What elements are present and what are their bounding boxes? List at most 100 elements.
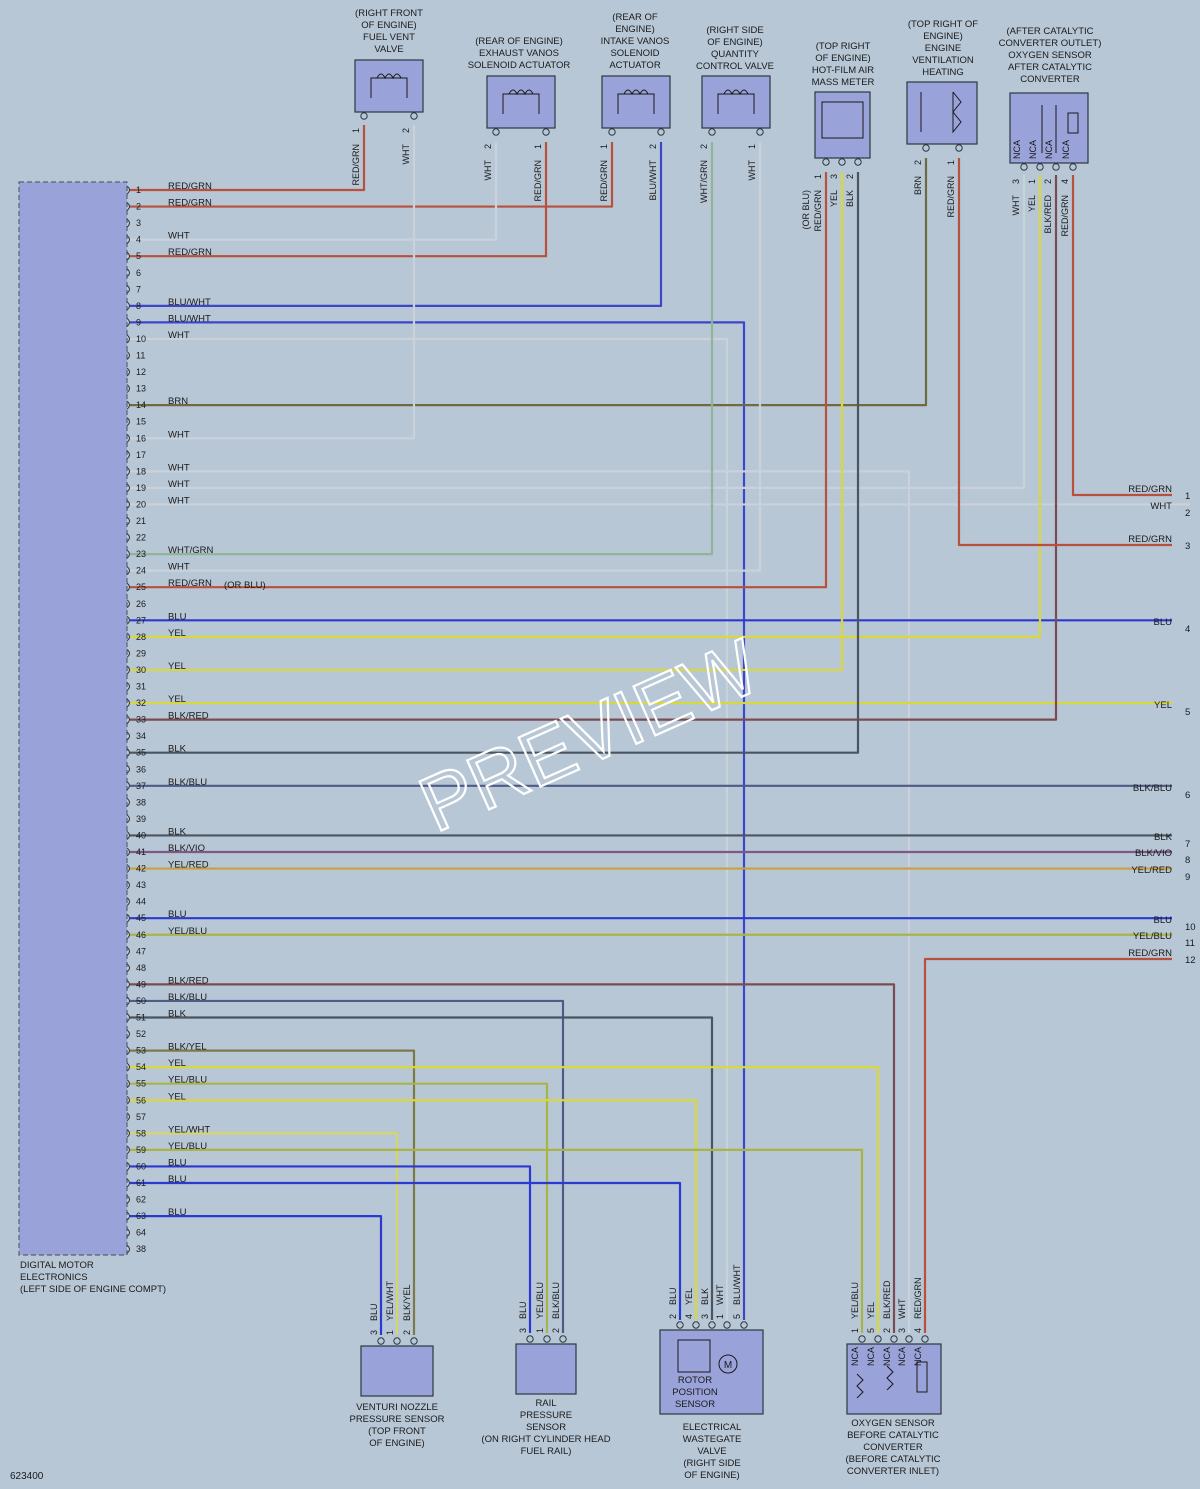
exhaust-vanos-pin-2-wire-label: WHT: [483, 160, 493, 181]
oxygen-sensor-after-nca-1: NCA: [1012, 140, 1022, 159]
exhaust-vanos-pin-2-contact: [492, 128, 500, 136]
output-7-wire-label: BLK: [1154, 832, 1173, 843]
oxygen-sensor-after-nca-4: NCA: [1061, 140, 1071, 159]
ecu-pin-27-wire-label: BLU: [168, 611, 187, 622]
wire-4: [130, 142, 548, 258]
ecu-pin-8-contact: [126, 301, 130, 311]
rail-pressure-sensor-label-line-1: RAIL: [535, 1398, 556, 1409]
electrical-wastegate-valve-pin-1-number: 1: [715, 1314, 725, 1319]
electrical-wastegate-valve-pin-2-wire-label: BLU: [668, 1287, 678, 1305]
ecu-pin-55-wire-label: YEL/BLU: [168, 1075, 207, 1086]
wire-9: [130, 125, 416, 440]
ecu-pin-10-number: 10: [136, 334, 146, 344]
intake-vanos-label-line-1: (REAR OF: [612, 12, 658, 23]
rail-pressure-sensor-pin-3-contact: [526, 1335, 534, 1343]
electrical-wastegate-valve-pin-5-number: 5: [732, 1314, 742, 1319]
electrical-wastegate-valve-pin-3-number: 3: [700, 1314, 710, 1319]
ecu-pin-23-wire-label: WHT/GRN: [168, 545, 214, 556]
oxygen-sensor-after-label-line-3: OXYGEN SENSOR: [1008, 50, 1092, 61]
ecu-pin-11-contact: [126, 351, 130, 360]
ecu-pin-33-number: 33: [136, 715, 146, 725]
ecu-pin-1-contact: [126, 185, 130, 195]
venturi-nozzle-sensor-pin-1-wire-label: YEL/WHT: [385, 1280, 395, 1321]
ecu-pin-38-number: 38: [136, 797, 146, 807]
electrical-wastegate-valve-pin-3-wire-label: BLK: [700, 1288, 710, 1305]
venturi-nozzle-sensor-label-line-2: PRESSURE SENSOR: [349, 1414, 444, 1425]
electrical-wastegate-valve-pin-4-number: 4: [684, 1314, 694, 1319]
fuel-vent-valve-pin-2-wire-label: WHT: [401, 144, 411, 165]
hot-film-air-mass-meter-pin-1-wire-label: RED/GRN: [813, 190, 823, 232]
output-3-number: 3: [1185, 541, 1190, 552]
intake-vanos-pin-2-number: 2: [648, 144, 658, 149]
exhaust-vanos-coil-symbol: [502, 89, 540, 114]
venturi-nozzle-sensor-label-line-4: OF ENGINE): [369, 1438, 424, 1449]
oxygen-sensor-after-pin-1-number: 1: [1027, 179, 1037, 184]
electrical-wastegate-valve-label-line-2: WASTEGATE: [683, 1434, 742, 1445]
electrical-wastegate-valve-inner-label-line-1: ROTOR: [678, 1375, 712, 1386]
quantity-control-valve-pin-2-number: 2: [699, 144, 709, 149]
hot-film-air-mass-meter-pin-1-contact: [822, 158, 830, 166]
ecu-pin-39-contact: [126, 814, 130, 824]
ecu-pin-2-contact: [126, 202, 130, 211]
ecu-pin-12-contact: [126, 367, 130, 377]
components-layer: [18, 59, 1089, 1415]
oxygen-sensor-before-pin-2-wire-label: BLK/RED: [882, 1280, 892, 1319]
ecu-pin-7-contact: [126, 284, 130, 294]
rail-pressure-sensor-pin-3-wire-label: BLU: [518, 1301, 528, 1319]
ecu-label-line-1: DIGITAL MOTOR: [20, 1260, 94, 1271]
wire-30: [130, 1016, 714, 1320]
oxygen-sensor-after-pin-4-number: 4: [1060, 179, 1070, 184]
fuel-vent-valve-label-line-2: OF ENGINE): [361, 20, 416, 31]
ecu-pin-59-number: 59: [136, 1145, 146, 1155]
ecu-pin-20-contact: [126, 500, 130, 509]
output-8-number: 8: [1185, 855, 1190, 866]
ecu-pin-51-wire-label: BLK: [168, 1009, 187, 1020]
ecu-pin-13-contact: [126, 384, 130, 393]
hot-film-air-mass-meter-sensor-symbol: [821, 101, 864, 139]
ecu-pin-40-wire-label: BLK: [168, 826, 187, 837]
ecu-pin-18-contact: [126, 466, 130, 476]
watermark: PREVIEW: [407, 622, 772, 849]
exhaust-vanos-pin-2-number: 2: [483, 144, 493, 149]
ecu-pin-61-number: 61: [136, 1178, 146, 1188]
ecu-pin-45-contact: [126, 913, 130, 923]
wire-40: [1071, 175, 1172, 497]
ecu-pin-55-number: 55: [136, 1079, 146, 1089]
wires-layer: [130, 125, 1190, 1335]
fuel-vent-valve-body: [354, 59, 424, 113]
electrical-wastegate-valve-motor-symbol: [718, 1354, 738, 1374]
ecu-pin-5-contact: [126, 251, 130, 261]
ecu-pin-58-wire-label: YEL/WHT: [168, 1124, 210, 1135]
ecu-pin-38-contact: [126, 797, 130, 807]
ecu-pin-20-number: 20: [136, 499, 146, 509]
ecu-pin-46-number: 46: [136, 930, 146, 940]
output-5-wire-label: YEL: [1154, 700, 1172, 711]
ecu-pin-30-contact: [126, 665, 130, 675]
wire-20: [130, 175, 1058, 721]
ecu-pin-44-number: 44: [136, 897, 146, 907]
wire-33: [130, 1082, 549, 1333]
intake-vanos-label-line-4: SOLENOID: [610, 48, 659, 59]
output-4-wire-label: BLU: [1154, 617, 1173, 628]
output-1-wire-label: RED/GRN: [1128, 484, 1172, 495]
fuel-vent-valve-coil-symbol: [370, 73, 408, 98]
output-9-number: 9: [1185, 872, 1190, 883]
ecu-pin-24-number: 24: [136, 566, 146, 576]
ecu-pin-36-number: 36: [136, 764, 146, 774]
hot-film-air-mass-meter-pin-3-contact: [838, 158, 846, 166]
oxygen-sensor-before-label-line-4: (BEFORE CATALYTIC: [845, 1454, 940, 1465]
quantity-control-valve-pin-1-contact: [756, 128, 764, 136]
ecu-pin-54-wire-label: YEL: [168, 1058, 186, 1069]
fuel-vent-valve-pin-1-wire-label: RED/GRN: [351, 144, 361, 186]
quantity-control-valve-label-line-1: (RIGHT SIDE: [706, 25, 763, 36]
ecu-label-line-3: (LEFT SIDE OF ENGINE COMPT): [20, 1284, 166, 1295]
wire-15: [130, 172, 828, 589]
rail-pressure-sensor-label-line-3: SENSOR: [526, 1422, 566, 1433]
wire-37: [130, 1165, 532, 1333]
oxygen-sensor-before-pin-3-wire-label: WHT: [897, 1298, 907, 1319]
wire-18: [130, 172, 844, 672]
venturi-nozzle-sensor-pin-3-number: 3: [369, 1330, 379, 1335]
oxygen-sensor-after-pin-4-contact: [1069, 163, 1077, 171]
venturi-nozzle-sensor-label-line-1: VENTURI NOZZLE: [356, 1402, 438, 1413]
ecu-pin-57-contact: [126, 1112, 130, 1122]
